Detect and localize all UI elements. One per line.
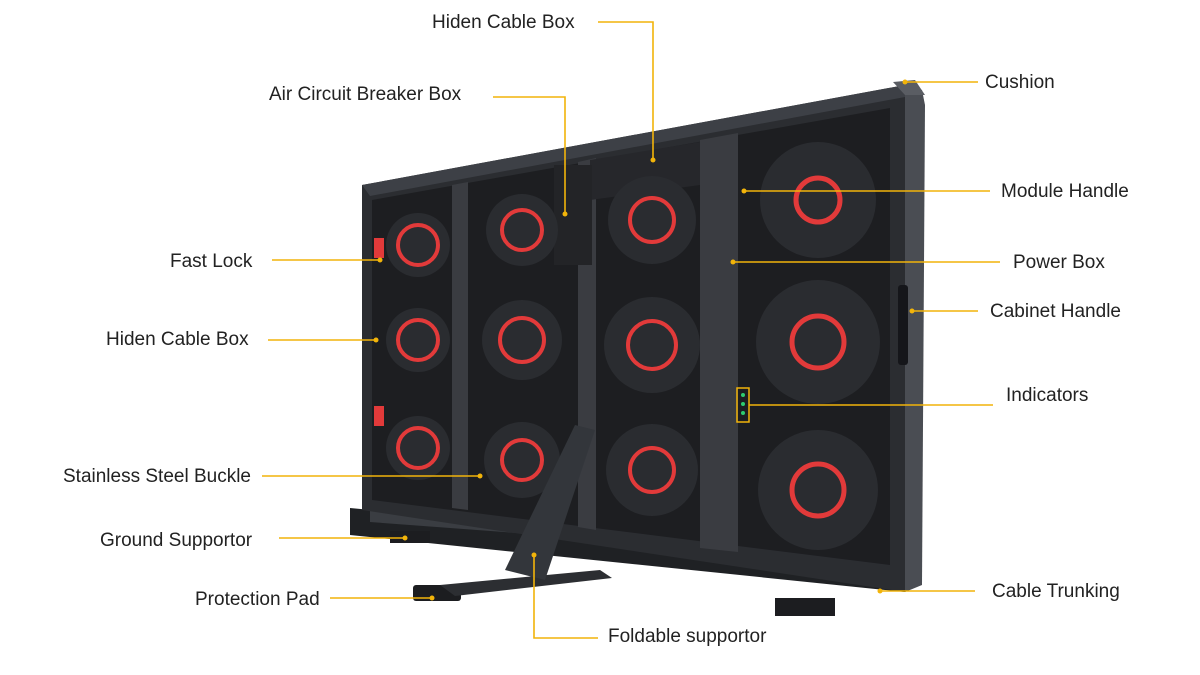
indicator-led	[741, 411, 745, 415]
label-cabinet-handle: Cabinet Handle	[990, 301, 1121, 322]
fan	[486, 194, 558, 266]
fast-lock-bottom	[374, 406, 384, 426]
fan	[606, 424, 698, 516]
label-protection-pad: Protection Pad	[195, 589, 320, 610]
fan	[608, 176, 696, 264]
foot-bar	[440, 570, 612, 596]
label-foldable-supportor: Foldable supportor	[608, 626, 767, 647]
label-cushion: Cushion	[985, 72, 1055, 93]
fast-lock-top	[374, 238, 384, 258]
cabinet-side	[905, 85, 925, 592]
foldable-supportor-leg	[505, 425, 595, 580]
column-bar-1	[452, 182, 468, 510]
fan	[484, 422, 560, 498]
column-bar-3	[700, 133, 738, 552]
cabinet-top-edge	[362, 85, 905, 196]
label-hiden-cable-box-top: Hiden Cable Box	[432, 12, 575, 33]
label-air-circuit-breaker-box: Air Circuit Breaker Box	[269, 84, 462, 105]
cushion-cap	[893, 80, 925, 95]
fan-group	[386, 142, 880, 550]
fan	[758, 430, 878, 550]
fan	[604, 297, 700, 393]
label-indicators: Indicators	[1006, 385, 1089, 406]
label-fast-lock: Fast Lock	[170, 251, 253, 272]
fan	[386, 416, 450, 480]
cabinet-handle-shape	[898, 285, 908, 365]
indicator-led	[741, 402, 745, 406]
air-circuit-breaker-box-shape	[554, 165, 592, 265]
fan	[386, 308, 450, 372]
fan	[756, 280, 880, 404]
fan	[760, 142, 876, 258]
right-foot	[775, 598, 835, 616]
leader-lines	[262, 21, 1000, 639]
label-stainless-steel-buckle: Stainless Steel Buckle	[63, 466, 251, 487]
indicator-led	[741, 393, 745, 397]
fan	[482, 300, 562, 380]
left-foot	[390, 531, 430, 543]
label-power-box: Power Box	[1013, 252, 1105, 273]
fan	[386, 213, 450, 277]
label-hiden-cable-box-left: Hiden Cable Box	[106, 329, 249, 350]
label-cable-trunking: Cable Trunking	[992, 581, 1120, 602]
label-ground-supportor: Ground Supportor	[100, 530, 253, 551]
label-module-handle: Module Handle	[1001, 181, 1129, 202]
